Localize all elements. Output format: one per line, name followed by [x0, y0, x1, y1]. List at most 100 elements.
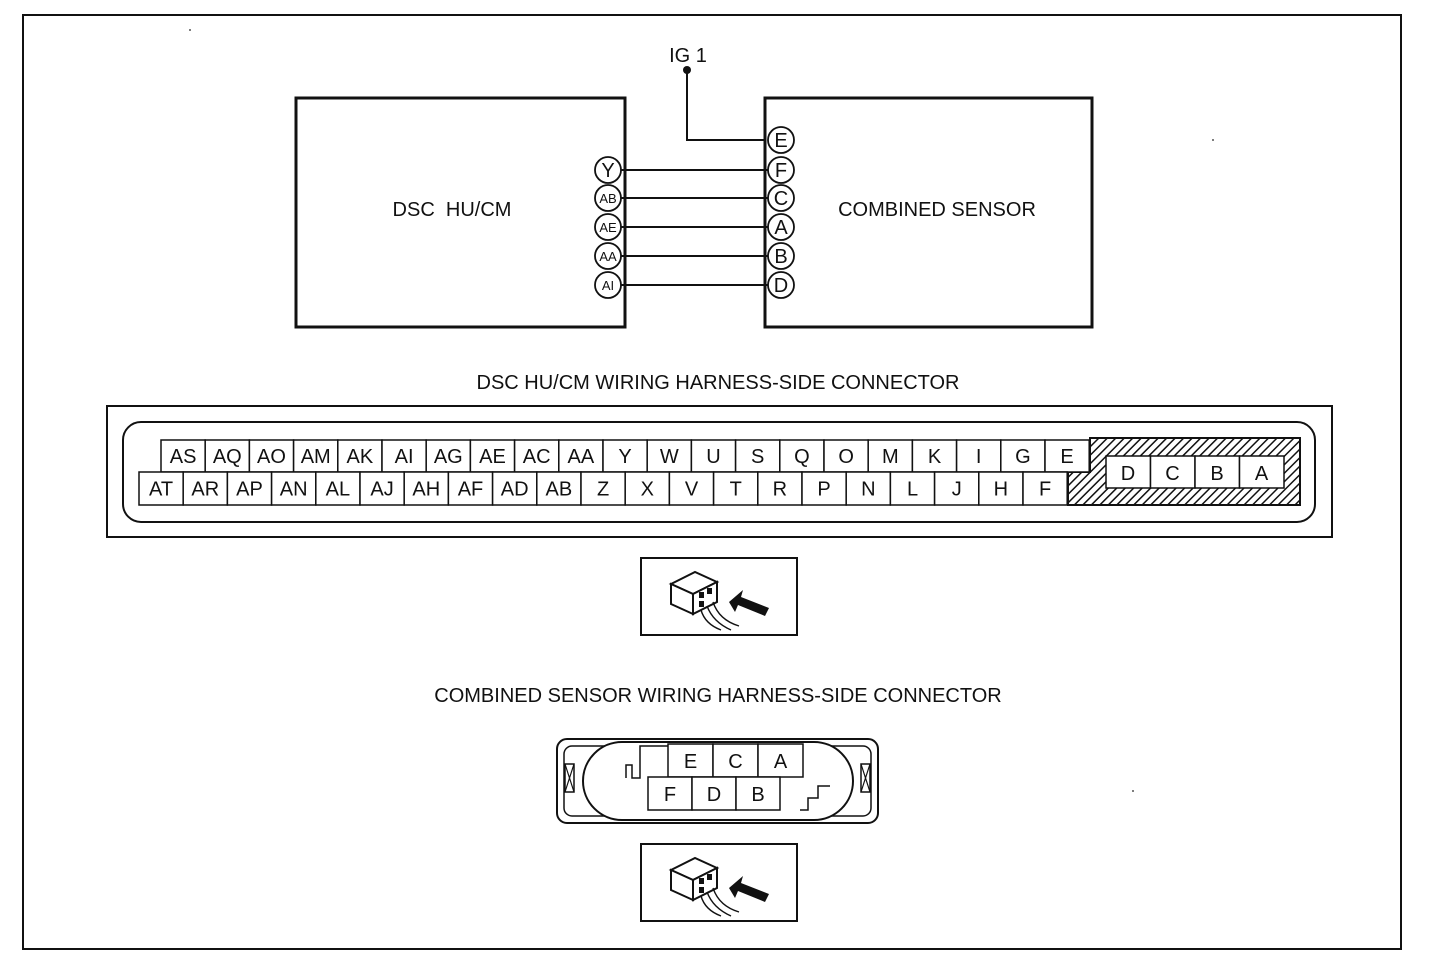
dsc-pin-bottom-aj-label: AJ [370, 479, 393, 501]
sensor-terminal-e-label: E [774, 130, 787, 152]
dsc-pin-bottom-ar-label: AR [191, 479, 219, 501]
dsc-pin-top-m-label: M [882, 446, 899, 468]
dsc-pin-top-e-label: E [1060, 446, 1073, 468]
diagram-frame [22, 14, 1402, 950]
dsc-pin-top-am-label: AM [301, 446, 331, 468]
dsc-pin-bottom-af: AF [447, 471, 494, 506]
dsc-pin-top-o: O [823, 439, 869, 473]
dsc-pin-bottom-ap-label: AP [236, 479, 263, 501]
combined-sensor-block [763, 96, 1094, 329]
dsc-pin-bottom-r: R [757, 471, 803, 506]
dsc-power-pin-c: C [1149, 455, 1196, 489]
sensor-pin-a: A [757, 743, 804, 778]
dsc-terminal-ab-label: AB [599, 191, 616, 206]
sensor-pin-e: E [667, 743, 714, 778]
dsc-pin-bottom-h: H [978, 471, 1024, 506]
dsc-terminal-aa-label: AA [599, 249, 617, 264]
sensor-pin-e-label: E [684, 751, 697, 773]
dsc-pin-bottom-ab-label: AB [546, 479, 573, 501]
sensor-pin-d: D [691, 776, 737, 811]
dsc-pin-top-u: U [690, 439, 737, 473]
dsc-pin-bottom-af-label: AF [458, 479, 484, 501]
dsc-pin-top-as: AS [160, 439, 206, 473]
dsc-pin-bottom-v: V [668, 471, 715, 506]
sensor-connector-pins: E C A F D B [647, 743, 804, 811]
sensor-terminal-a-label: A [774, 217, 788, 239]
sensor-pin-f-label: F [664, 784, 676, 806]
dsc-pin-bottom-l: L [889, 471, 936, 506]
sensor-terminal-b: B [767, 242, 795, 270]
dsc-pin-top-g: G [1000, 439, 1046, 473]
dsc-pin-bottom-p-label: P [817, 479, 830, 501]
dsc-pin-bottom-x-label: X [641, 479, 654, 501]
dsc-pin-top-aa: AA [558, 439, 604, 473]
dsc-pin-top-w: W [646, 439, 693, 473]
dsc-power-pin-b: B [1194, 455, 1241, 489]
dsc-pin-top-u-label: U [706, 446, 720, 468]
dsc-terminal-ai-label: AI [602, 278, 614, 293]
dsc-pin-top-y-label: Y [618, 446, 631, 468]
dsc-pin-top-q-label: Q [794, 446, 810, 468]
dsc-pin-top-m: M [867, 439, 914, 473]
harness-side-view-icon [640, 557, 798, 636]
sensor-pin-c-label: C [728, 751, 742, 773]
dsc-pin-bottom-ad: AD [491, 471, 538, 506]
sensor-terminal-a: A [767, 213, 795, 241]
ig1-wire [686, 70, 767, 141]
sensor-pin-d-label: D [707, 784, 721, 806]
dsc-power-pin-a-label: A [1255, 463, 1269, 485]
dsc-pin-top-k: K [911, 439, 958, 473]
dsc-pin-top-ae-label: AE [479, 446, 506, 468]
sensor-pin-f: F [647, 776, 693, 811]
sensor-terminal-f-label: F [775, 160, 787, 182]
sensor-pin-b: B [735, 776, 781, 811]
dsc-pin-top-aq-label: AQ [213, 446, 242, 468]
dsc-pin-bottom-f-label: F [1039, 479, 1051, 501]
dsc-pin-top-ac: AC [513, 439, 560, 473]
dsc-pin-top-ag: AG [425, 439, 472, 473]
dsc-pin-bottom-z: Z [580, 471, 626, 506]
dsc-pin-bottom-ab: AB [536, 471, 582, 506]
sensor-terminal-f: F [767, 156, 795, 184]
dsc-terminal-aa: AA [594, 242, 622, 270]
dsc-power-pin-b-label: B [1210, 463, 1223, 485]
signal-wires [621, 169, 768, 286]
dsc-pin-top-am: AM [292, 439, 339, 473]
dsc-terminal-ae: AE [594, 213, 622, 241]
dsc-pin-top-ak: AK [337, 439, 383, 473]
dsc-pin-top-as-label: AS [170, 446, 197, 468]
dsc-pin-bottom-an: AN [270, 471, 317, 506]
dsc-pin-bottom-h-label: H [994, 479, 1008, 501]
dsc-pin-top-ai-label: AI [395, 446, 414, 468]
dsc-power-pin-d: D [1105, 455, 1152, 489]
dsc-pin-bottom-an-label: AN [280, 479, 308, 501]
sensor-terminal-d-label: D [774, 275, 788, 297]
dsc-pin-top-g-label: G [1015, 446, 1031, 468]
dsc-terminal-ai: AI [594, 271, 622, 299]
dsc-terminal-ab: AB [594, 184, 622, 212]
sensor-pin-b-label: B [751, 784, 764, 806]
dsc-pin-bottom-ad-label: AD [501, 479, 529, 501]
dsc-pin-bottom-z-label: Z [597, 479, 609, 501]
dsc-pin-bottom-at-label: AT [149, 479, 173, 501]
dsc-pin-top-aq: AQ [204, 439, 251, 473]
dsc-pin-bottom-at: AT [138, 471, 184, 506]
sensor-terminal-d: D [767, 271, 795, 299]
dsc-pin-top-s: S [734, 439, 781, 473]
dsc-pin-bottom-p: P [801, 471, 847, 506]
dsc-terminal-ae-label: AE [599, 220, 617, 235]
sensor-pin-a-label: A [774, 751, 788, 773]
dsc-pin-top-ai: AI [381, 439, 427, 473]
dsc-pin-bottom-l-label: L [907, 479, 918, 501]
sensor-terminal-e: E [767, 126, 795, 154]
dsc-pin-bottom-t: T [712, 471, 759, 506]
dsc-pin-bottom-al-label: AL [326, 479, 350, 501]
combined-sensor-label: COMBINED SENSOR [838, 199, 1036, 221]
dsc-hucm-block [294, 96, 627, 329]
dsc-pin-bottom-al: AL [315, 471, 361, 506]
dsc-terminal-y-label: Y [601, 160, 614, 182]
harness-side-view-icon [640, 843, 798, 922]
